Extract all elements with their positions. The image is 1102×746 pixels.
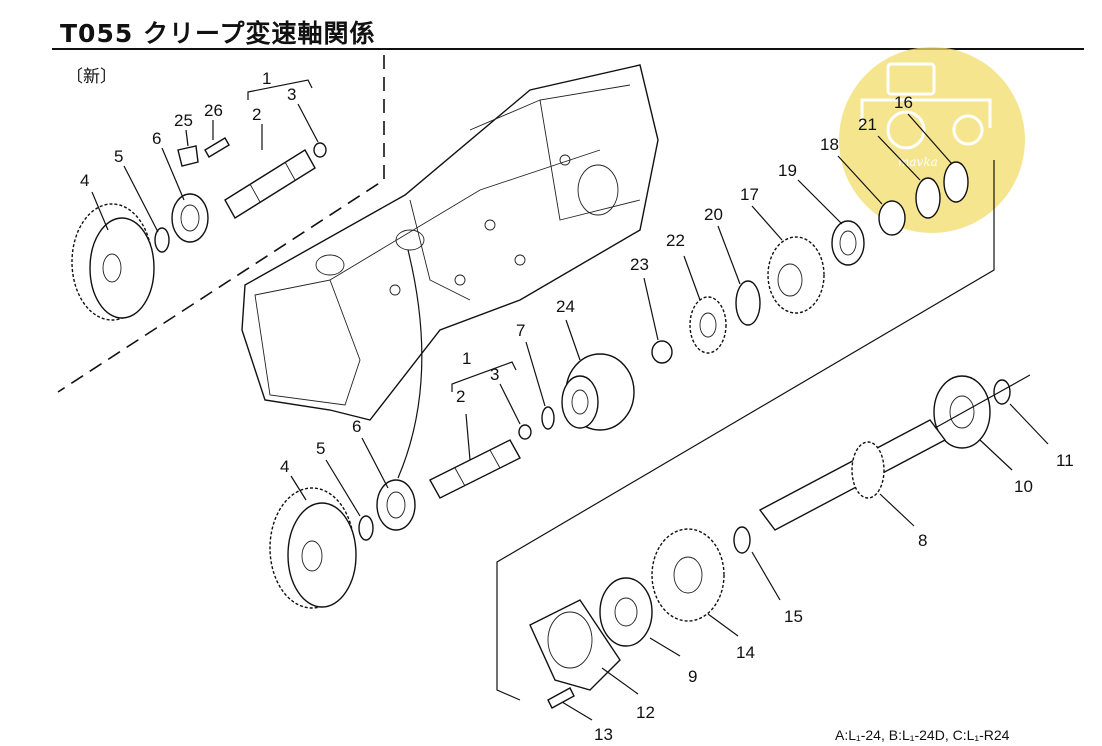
snap-ring-7: [541, 406, 555, 430]
callout-8: 8: [918, 531, 927, 550]
snap-ring-11: [993, 379, 1011, 405]
gear-22: [689, 296, 727, 354]
callout-6-inset: 6: [152, 129, 161, 148]
callout-1-inset: 1: [262, 69, 271, 88]
gear-4: [269, 487, 357, 609]
inset-boundary: [57, 55, 385, 393]
callout-2: 2: [456, 387, 465, 406]
watermark-text: mavka: [898, 155, 938, 169]
title-underline: [52, 48, 1084, 50]
tractor-logo-icon: [860, 62, 992, 150]
collar-18: [878, 200, 906, 236]
inset-bushing-3: [313, 142, 327, 158]
inset-bearing-6: [171, 193, 209, 243]
shaft-2: [429, 439, 521, 499]
callout-17: 17: [740, 185, 759, 204]
callout-6: 6: [352, 417, 361, 436]
clutch-24: [561, 353, 635, 431]
needle-bearing-19: [831, 220, 865, 266]
inset-gear-4: [71, 203, 155, 321]
bearing-9: [599, 577, 653, 647]
model-applicability-note: A:L₁-24, B:L₁-24D, C:L₁-R24: [835, 727, 1010, 743]
nut-23: [651, 340, 673, 364]
callout-4: 4: [280, 457, 289, 476]
housing-12: [529, 599, 621, 691]
callout-19: 19: [778, 161, 797, 180]
callout-3: 3: [490, 365, 499, 384]
callout-20: 20: [704, 205, 723, 224]
callout-12: 12: [636, 703, 655, 722]
callout-23: 23: [630, 255, 649, 274]
callout-labels: 1 2 3 4 5 6 25 26 1 2 3 4 5 6 7 8 9 10 1…: [80, 69, 1074, 744]
snap-ring-5: [358, 515, 374, 541]
callout-10: 10: [1014, 477, 1033, 496]
frame-line-top: [496, 160, 995, 701]
callout-3-inset: 3: [287, 85, 296, 104]
callout-13: 13: [594, 725, 613, 744]
callout-14: 14: [736, 643, 755, 662]
transmission-case: [241, 64, 659, 421]
callout-9: 9: [688, 667, 697, 686]
callout-21: 21: [858, 115, 877, 134]
callout-4-inset: 4: [80, 171, 89, 190]
leader-lines: [91, 103, 1049, 721]
bearing-10: [933, 375, 991, 449]
callout-7: 7: [516, 321, 525, 340]
gear-17: [767, 236, 825, 314]
snap-ring-15: [733, 526, 751, 554]
watermark: mavka: [839, 47, 1025, 233]
callout-25: 25: [174, 111, 193, 130]
callout-2-inset: 2: [252, 105, 261, 124]
callout-18: 18: [820, 135, 839, 154]
inset-plate-25: [177, 145, 199, 167]
washer-21: [915, 177, 941, 219]
callout-5: 5: [316, 439, 325, 458]
callout-16: 16: [894, 93, 913, 112]
gear-14: [651, 528, 725, 622]
callout-24: 24: [556, 297, 575, 316]
washer-16: [943, 161, 969, 203]
inset-snap-ring-5: [154, 227, 170, 253]
callout-26: 26: [204, 101, 223, 120]
inset-bracket-1: [247, 79, 313, 100]
page-title: T055 クリープ変速軸関係: [60, 19, 376, 48]
bearing-6: [376, 479, 416, 531]
washer-20: [735, 280, 761, 326]
callout-11: 11: [1056, 451, 1074, 470]
shaft-8: [758, 419, 947, 531]
bushing-3: [518, 424, 532, 440]
bracket-1: [451, 361, 517, 392]
inset-bolt-26: [204, 137, 230, 158]
inset-shaft-2: [224, 149, 316, 219]
callout-15: 15: [784, 607, 803, 626]
inset-label: 〔新〕: [66, 67, 117, 86]
shaft-axis: [934, 374, 1031, 429]
leader-arc: [397, 249, 423, 479]
callout-5-inset: 5: [114, 147, 123, 166]
callout-1: 1: [462, 349, 471, 368]
bolt-13: [547, 687, 575, 709]
callout-22: 22: [666, 231, 685, 250]
